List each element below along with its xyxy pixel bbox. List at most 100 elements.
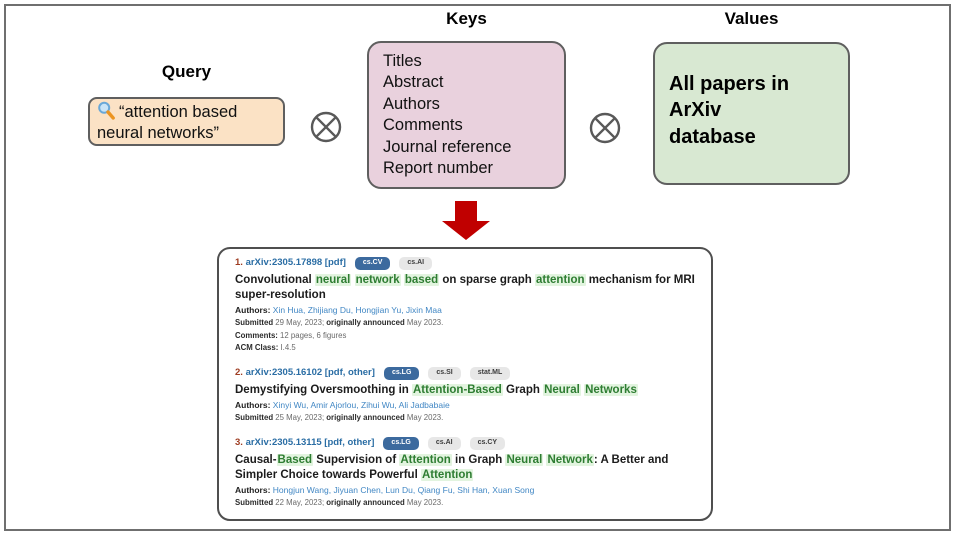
authors-label: Authors: — [235, 400, 273, 411]
title-text: mechanism for MRI super-resolution — [235, 273, 695, 301]
arxiv-id-link[interactable]: arXiv:2305.16102 — [245, 367, 323, 379]
keys-item: Titles — [383, 52, 422, 70]
highlighted-term: Attention-Based — [412, 384, 503, 397]
title-text: Demystifying Oversmoothing in — [235, 384, 412, 397]
arxiv-id-link[interactable]: arXiv:2305.13115 — [245, 437, 322, 449]
keys-label: Keys — [446, 9, 487, 28]
author-link[interactable]: Ali Jadbabaie — [398, 400, 450, 411]
values-box: All papers in ArXiv database — [653, 42, 850, 185]
author-link[interactable]: Shi Han — [457, 484, 488, 495]
meta-text: I.4.5 — [278, 343, 296, 353]
result-number: 1. — [235, 257, 246, 268]
highlighted-term: Neural — [543, 384, 581, 397]
author-link[interactable]: Hongjian Yu — [355, 304, 402, 315]
magnifier-search-icon — [98, 101, 115, 120]
search-result: 3. arXiv:2305.13115 [pdf, other] cs.LG cs.… — [235, 437, 695, 509]
category-tag: cs.AI — [399, 257, 433, 270]
result-number: 2. — [235, 367, 246, 379]
authors-line: Authors: Hongjun Wang, Jiyuan Chen, Lun … — [235, 485, 695, 496]
author-separator: , — [412, 484, 418, 495]
highlighted-term: attention — [534, 273, 586, 286]
result-header: 3. arXiv:2305.13115 [pdf, other] cs.LG cs.… — [235, 437, 695, 450]
author-link[interactable]: Amir Ajorlou — [310, 400, 357, 411]
pdf-link[interactable]: [pdf, other] — [324, 437, 375, 449]
category-tag: cs.CY — [469, 437, 506, 450]
meta-text: Submitted — [235, 497, 274, 507]
author-link[interactable]: Lun Du — [385, 484, 413, 495]
category-tag: cs.AI — [427, 437, 461, 450]
result-meta-line: Comments: 12 pages, 6 figures — [235, 331, 695, 342]
meta-text: May 2023. — [404, 413, 444, 423]
highlighted-term: Attention — [420, 468, 474, 481]
author-link[interactable]: Xinyi Wu — [272, 400, 307, 411]
author-link[interactable]: Jixin Maa — [405, 304, 442, 315]
otimes-operator-icon — [310, 111, 342, 143]
meta-text: originally announced — [326, 413, 405, 423]
author-separator: , — [394, 400, 399, 411]
highlighted-term: neural — [314, 273, 352, 286]
meta-text: originally announced — [326, 497, 405, 507]
title-text: : A Better and Simpler Choice towards Po… — [235, 453, 669, 481]
paper-title[interactable]: Convolutional neural network based on sp… — [235, 273, 695, 303]
author-link[interactable]: Xin Hua — [272, 304, 304, 315]
keys-item: Journal reference — [383, 137, 512, 156]
author-separator: , — [487, 484, 493, 495]
query-box: “attention based neural networks” — [88, 97, 285, 146]
pdf-link[interactable]: [pdf] — [324, 257, 346, 268]
author-link[interactable]: Jiyuan Chen — [333, 484, 381, 495]
keys-item: Comments — [383, 116, 463, 135]
primary-category-tag: cs.LG — [383, 437, 419, 450]
title-text: on sparse graph — [439, 273, 535, 286]
paper-title[interactable]: Causal-Based Supervision of Attention in… — [235, 453, 695, 483]
meta-text: 22 May, 2023; — [273, 497, 327, 507]
highlighted-term: Attention — [399, 453, 452, 466]
author-link[interactable]: Zhijiang Du — [307, 304, 351, 315]
title-text: in Graph — [451, 453, 506, 466]
meta-text: 25 May, 2023; — [273, 413, 327, 423]
meta-text: Submitted — [235, 413, 274, 423]
arxiv-id-link[interactable]: arXiv:2305.17898 — [245, 257, 323, 268]
highlighted-term: Network — [546, 453, 594, 466]
result-meta-line: Submitted 25 May, 2023; originally annou… — [235, 413, 695, 424]
title-text: Graph — [502, 384, 544, 397]
meta-text: ACM Class: — [235, 343, 279, 353]
paper-title[interactable]: Demystifying Oversmoothing in Attention-… — [235, 383, 695, 398]
author-separator: , — [356, 400, 361, 411]
meta-text: Comments: — [235, 330, 278, 340]
author-link[interactable]: Hongjun Wang — [272, 484, 329, 495]
keys-item: Authors — [383, 94, 440, 113]
highlighted-term: Based — [276, 453, 314, 466]
author-separator: , — [452, 484, 458, 495]
values-text: All papers in ArXiv database — [669, 73, 790, 148]
author-separator: , — [401, 304, 406, 315]
title-text: Supervision of — [313, 453, 400, 466]
highlighted-term: Neural — [505, 453, 544, 466]
author-separator: , — [306, 400, 311, 411]
authors-label: Authors: — [235, 484, 273, 495]
author-link[interactable]: Xuan Song — [492, 484, 535, 495]
otimes-operator-icon — [589, 112, 621, 144]
authors-label: Authors: — [235, 304, 273, 315]
title-text: Convolutional — [235, 273, 315, 286]
author-link[interactable]: Qiang Fu — [417, 484, 453, 495]
primary-category-tag: cs.LG — [383, 367, 420, 381]
meta-text: May 2023. — [404, 317, 444, 327]
keys-box: Titles Abstract Authors Comments Journal… — [367, 41, 566, 189]
author-link[interactable]: Zihui Wu — [361, 400, 395, 411]
title-text: Causal- — [235, 453, 277, 466]
meta-text: Submitted — [235, 317, 274, 327]
highlighted-term: based — [403, 273, 440, 286]
keys-item: Report number — [383, 159, 494, 178]
result-meta-line: ACM Class: I.4.5 — [235, 343, 695, 354]
result-meta-line: Submitted 29 May, 2023; originally annou… — [235, 318, 695, 329]
author-separator: , — [350, 304, 356, 315]
highlighted-term: network — [354, 273, 401, 286]
pdf-link[interactable]: [pdf, other] — [324, 367, 375, 379]
result-number: 3. — [235, 437, 246, 449]
down-arrow-icon — [442, 201, 490, 240]
